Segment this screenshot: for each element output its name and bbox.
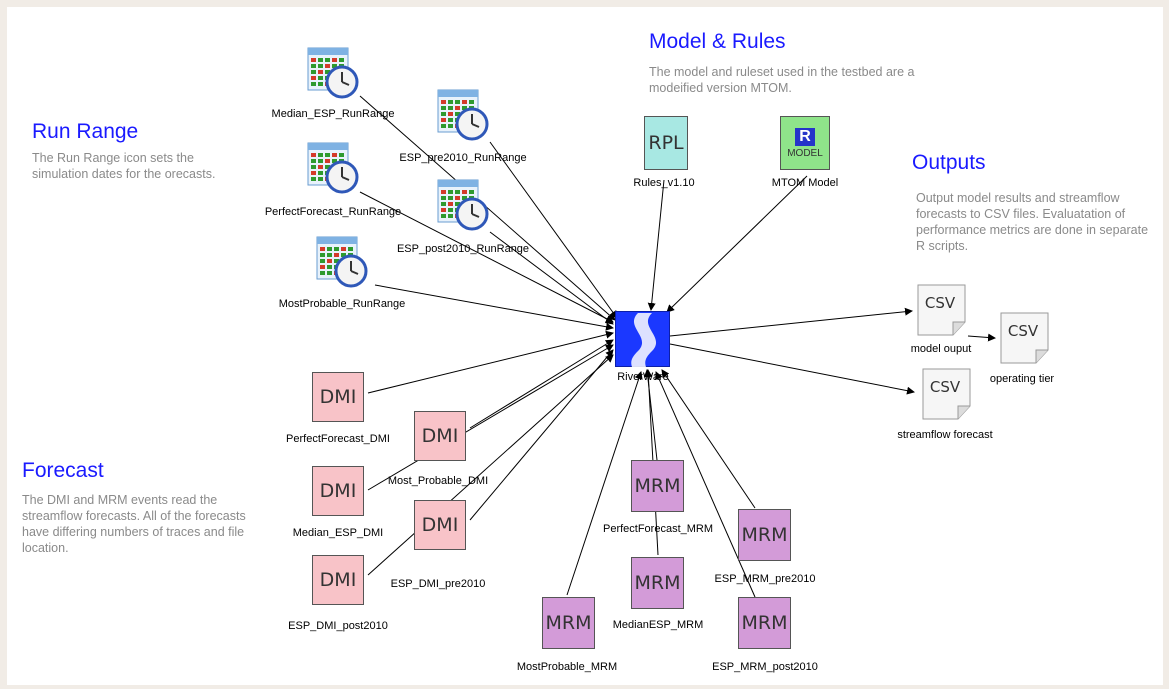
rules-label: Rules_v1.10	[633, 177, 695, 189]
dmi-label: Median_ESP_DMI	[292, 527, 384, 539]
run-range-label: MostProbable_RunRange	[278, 298, 406, 310]
mrm-node[interactable]: MRM	[738, 509, 791, 561]
dmi-label: ESP_DMI_pre2010	[390, 578, 486, 590]
mrm-label: ESP_MRM_pre2010	[714, 573, 816, 585]
run-range-node[interactable]	[306, 141, 360, 195]
csv-icon-text: CSV	[1007, 322, 1039, 340]
run-range-label: PerfectForecast_RunRange	[264, 206, 402, 218]
run-range-label: ESP_post2010_RunRange	[396, 243, 530, 255]
forecast-heading: Forecast	[22, 459, 104, 482]
mrm-node[interactable]: MRM	[738, 597, 791, 649]
mrm-label: ESP_MRM_post2010	[712, 661, 818, 673]
riverware-logo-icon: R	[795, 127, 815, 146]
run-range-node[interactable]	[436, 88, 490, 142]
riverware-label: RiverWare	[617, 371, 669, 383]
calendar-clock-icon	[307, 47, 359, 99]
calendar-clock-icon	[307, 142, 359, 194]
dmi-node[interactable]: DMI	[312, 555, 364, 605]
csv-label: streamflow forecast	[897, 429, 993, 441]
rpl-rules-icon[interactable]: RPL	[644, 116, 688, 170]
dmi-node[interactable]: DMI	[414, 500, 466, 550]
run-range-description: The Run Range icon sets the simulation d…	[32, 151, 216, 181]
mtom-model-icon[interactable]: R MODEL	[780, 116, 830, 170]
csv-label: operating tier	[989, 373, 1055, 385]
mrm-node[interactable]: MRM	[631, 557, 684, 609]
diagram-canvas	[7, 7, 1163, 685]
model-rules-description: The model and ruleset used in the testbe…	[649, 65, 915, 95]
run-range-label: Median_ESP_RunRange	[271, 108, 395, 120]
run-range-heading: Run Range	[32, 120, 139, 143]
csv-icon-text: CSV	[924, 294, 956, 312]
riverware-icon[interactable]	[615, 311, 670, 367]
model-rules-heading: Model & Rules	[649, 30, 786, 53]
forecast-description: The DMI and MRM events read the streamfl…	[22, 493, 246, 555]
calendar-clock-icon	[316, 236, 368, 288]
dmi-node[interactable]: DMI	[312, 466, 364, 516]
dmi-node[interactable]: DMI	[312, 372, 364, 422]
model-icon-text: MODEL	[787, 147, 823, 159]
run-range-node[interactable]	[436, 178, 490, 232]
mrm-node[interactable]: MRM	[631, 460, 684, 512]
outputs-description: Output model results and streamflow fore…	[916, 191, 1149, 253]
dmi-label: Most_Probable_DMI	[387, 475, 489, 487]
run-range-label: ESP_pre2010_RunRange	[399, 152, 527, 164]
mrm-label: MedianESP_MRM	[612, 619, 704, 631]
mrm-node[interactable]: MRM	[542, 597, 595, 649]
mrm-label: PerfectForecast_MRM	[602, 523, 714, 535]
csv-file-icon[interactable]: CSV	[917, 284, 967, 336]
calendar-clock-icon	[437, 179, 489, 231]
run-range-node[interactable]	[315, 235, 369, 289]
csv-file-icon[interactable]: CSV	[922, 368, 972, 420]
dmi-label: ESP_DMI_post2010	[288, 620, 388, 632]
mrm-label: MostProbable_MRM	[516, 661, 618, 673]
dmi-node[interactable]: DMI	[414, 411, 466, 461]
calendar-clock-icon	[437, 89, 489, 141]
dmi-label: PerfectForecast_DMI	[286, 433, 390, 445]
model-label: MTOM Model	[771, 177, 839, 189]
riverware-river-icon	[631, 313, 657, 367]
csv-label: model ouput	[910, 343, 972, 355]
outputs-heading: Outputs	[912, 151, 986, 174]
run-range-node[interactable]	[306, 46, 360, 100]
csv-file-icon[interactable]: CSV	[1000, 312, 1050, 364]
csv-icon-text: CSV	[929, 378, 961, 396]
